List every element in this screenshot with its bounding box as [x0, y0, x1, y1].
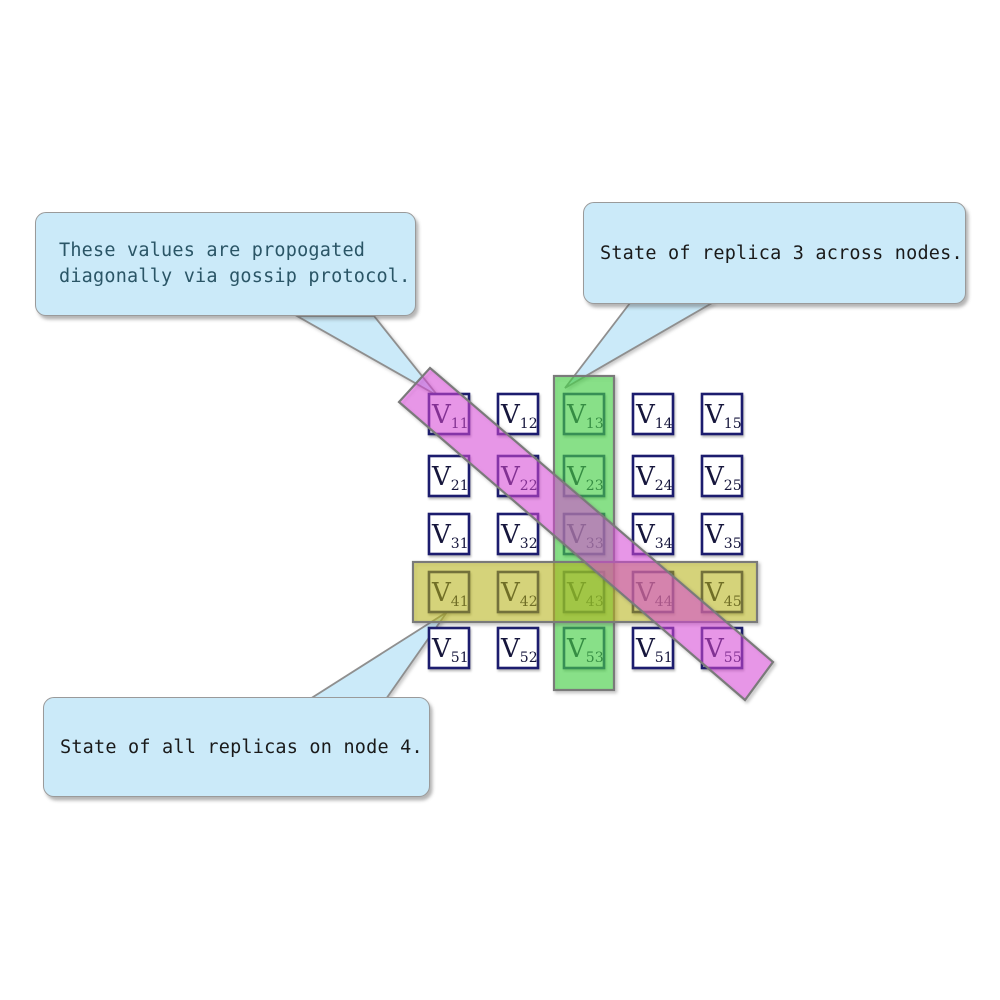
grid-cell-r3c2	[496, 512, 540, 556]
callout-gossip: These values are propogated diagonally v…	[35, 212, 416, 316]
callout-tail-gossip	[293, 315, 439, 397]
callout-replica3-text: State of replica 3 across nodes.	[600, 242, 963, 264]
grid-cell-r4c1	[427, 570, 471, 614]
grid-cell-r2c5	[700, 454, 744, 498]
grid-cell-r2c2	[496, 454, 540, 498]
grid-cell-r5c5	[700, 626, 744, 670]
grid-cell-r4c5	[700, 570, 744, 614]
gossip-diagonal-band	[397, 366, 775, 702]
callout-node4: State of all replicas on node 4.	[43, 697, 430, 797]
grid-cell-r3c5	[700, 512, 744, 556]
grid-cell-r1c5	[700, 392, 744, 436]
callout-replica3: State of replica 3 across nodes.	[583, 202, 966, 304]
callout-node4-text: State of all replicas on node 4.	[60, 736, 423, 758]
grid-cell-r1c1	[427, 392, 471, 436]
grid-cell-r1c2	[496, 392, 540, 436]
callout-gossip-line2: diagonally via gossip protocol.	[59, 266, 411, 287]
grid-cell-r1c4	[631, 392, 675, 436]
replica3-column-highlight	[552, 374, 616, 692]
cell-label: V11	[431, 400, 469, 432]
grid-cell-r2c1	[427, 454, 471, 498]
callout-tail-node4	[306, 611, 448, 700]
grid-cell-r5c1	[427, 626, 471, 670]
grid-cell-r2c4	[631, 454, 675, 498]
grid-cell-r4c4	[631, 570, 675, 614]
node4-row-highlight	[411, 560, 759, 624]
grid-cell-r5c4	[631, 626, 675, 670]
cell-label: V55	[704, 634, 742, 666]
grid-cell-r3c1	[427, 512, 471, 556]
callout-gossip-line1: These values are propogated	[59, 240, 366, 261]
grid-cell-r4c2	[496, 570, 540, 614]
cell-label: V41	[431, 578, 469, 610]
grid-cell-r5c2	[496, 626, 540, 670]
cell-label: V45	[704, 578, 742, 610]
